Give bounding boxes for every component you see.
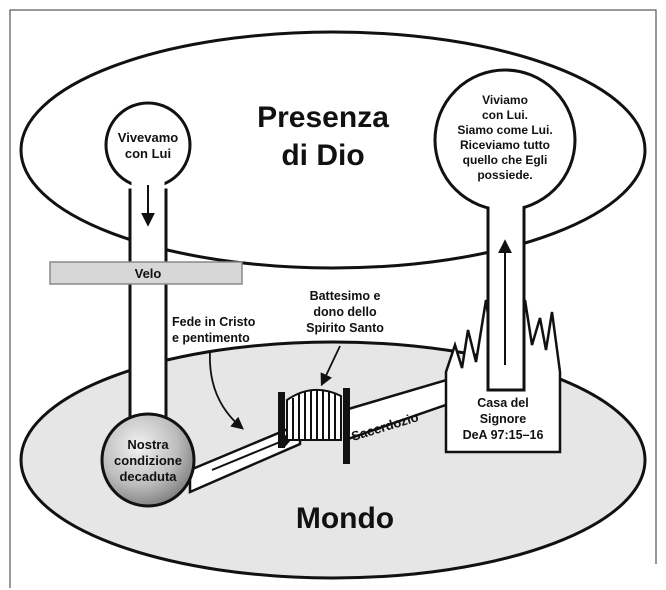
- right-bubble-line3: Siamo come Lui.: [457, 123, 552, 137]
- gate: [278, 388, 350, 464]
- presence-title-line2: di Dio: [281, 139, 364, 172]
- frame-border: [9, 9, 657, 588]
- right-bubble-line1: Viviamo: [482, 93, 528, 107]
- temple-line1: Casa del: [477, 396, 528, 410]
- presence-title-line1: Presenza: [257, 101, 389, 134]
- right-bubble-line5: quello che Egli: [463, 153, 548, 167]
- veil-bar: [49, 261, 243, 285]
- temple-line3: DeA 97:15–16: [463, 428, 544, 442]
- faith-pointer-arrow: [209, 351, 244, 430]
- fallen-condition-circle: [100, 412, 196, 508]
- temple-line2: Signore: [480, 412, 527, 426]
- baptism-line3: Spirito Santo: [306, 321, 384, 335]
- path-to-gate: [188, 422, 302, 494]
- fallen-line3: decaduta: [119, 469, 177, 484]
- baptism-line1: Battesimo e: [310, 289, 381, 303]
- baptism-pointer-arrow: [320, 345, 341, 387]
- world-title: Mondo: [296, 502, 394, 535]
- right-bubble-line2: con Lui.: [482, 108, 528, 122]
- faith-line2: e pentimento: [172, 331, 250, 345]
- baptism-line2: dono dello: [313, 305, 377, 319]
- right-bubble-line4: Riceviamo tutto: [460, 138, 550, 152]
- fallen-line2: condizione: [114, 453, 182, 468]
- left-bubble: [104, 101, 192, 189]
- left-bubble-line2: con Lui: [125, 146, 171, 161]
- fallen-line1: Nostra: [127, 437, 169, 452]
- veil-label: Velo: [135, 266, 162, 281]
- faith-line1: Fede in Cristo: [172, 315, 256, 329]
- left-bubble-line1: Vivevamo: [118, 130, 179, 145]
- right-bubble-line6: possiede.: [477, 168, 532, 182]
